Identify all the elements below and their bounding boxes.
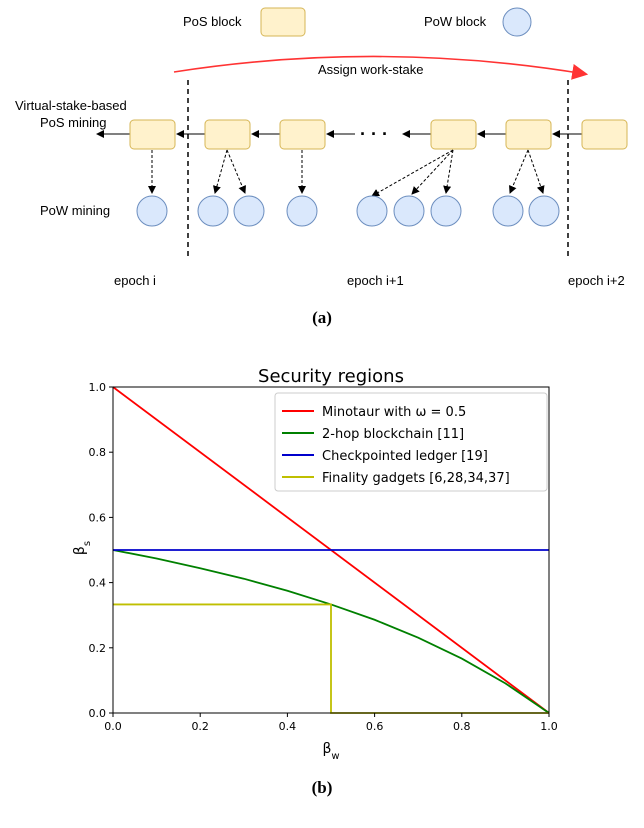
pow-row-label: PoW mining xyxy=(40,203,110,218)
ref-arrow xyxy=(213,149,228,194)
pow-block xyxy=(197,195,229,227)
pow-block xyxy=(393,195,425,227)
pow-block xyxy=(356,195,388,227)
legend-pos-block xyxy=(260,7,306,37)
pow-block xyxy=(492,195,524,227)
legend-pow-label: PoW block xyxy=(424,14,487,29)
legend-entry-3: Finality gadgets [6,28,34,37] xyxy=(322,471,510,486)
pos-block xyxy=(129,119,176,150)
ref-arrow xyxy=(443,149,454,194)
series-line-3 xyxy=(113,603,549,714)
assign-arrow xyxy=(173,55,589,80)
pow-block xyxy=(528,195,560,227)
legend-box xyxy=(274,392,548,492)
pow-block xyxy=(430,195,462,227)
epoch-label: epoch i+1 xyxy=(347,273,404,288)
ref-arrow xyxy=(509,149,529,194)
y-tick-label: 0.0 xyxy=(89,707,107,720)
x-tick-label: 0.8 xyxy=(453,720,471,733)
legend-pos-label: PoS block xyxy=(183,14,242,29)
caption-a: (a) xyxy=(312,308,332,327)
ticks-layer: 0.0 0.2 0.4 0.6 0.8 1.0 0.0 0.2 0.4 0.6 0.8 1.0 xyxy=(89,381,558,733)
pos-block xyxy=(204,119,251,150)
chart-title: Security regions xyxy=(258,366,404,387)
y-tick-label: 0.4 xyxy=(89,577,107,590)
ref-arrow xyxy=(527,149,545,194)
epoch-label: epoch i xyxy=(114,273,156,288)
legend-entry-2: Checkpointed ledger [19] xyxy=(322,449,488,464)
x-tick-label: 1.0 xyxy=(540,720,558,733)
x-tick-label: 0.6 xyxy=(366,720,384,733)
legend-pow-block xyxy=(502,7,532,37)
pos-block xyxy=(279,119,326,150)
pos-row-label-2: PoS mining xyxy=(40,115,106,130)
pow-block xyxy=(233,195,265,227)
legend-entry-0: Minotaur with ω = 0.5 xyxy=(322,405,466,420)
y-tick-label: 1.0 xyxy=(89,381,107,394)
chain-ellipsis: · · · xyxy=(360,124,388,144)
x-tick-label: 0.2 xyxy=(191,720,209,733)
pos-block xyxy=(430,119,477,150)
ref-arrow xyxy=(411,149,454,195)
x-tick-label: 0.0 xyxy=(104,720,122,733)
pow-block xyxy=(136,195,168,227)
pos-block xyxy=(581,119,628,150)
ref-arrow xyxy=(371,149,454,197)
pos-row-label-1: Virtual-stake-based xyxy=(15,98,127,113)
assign-label: Assign work-stake xyxy=(318,62,423,77)
x-axis-label: βw xyxy=(322,741,339,762)
plot-frame xyxy=(112,386,550,714)
diagram-a: PoS block PoW block Assign work-stake Vi… xyxy=(15,7,628,288)
y-tick-label: 0.6 xyxy=(89,511,107,524)
chart-legend: Minotaur with ω = 0.5 2-hop blockchain [1… xyxy=(274,392,548,492)
x-tick-label: 0.4 xyxy=(279,720,297,733)
y-tick-label: 0.2 xyxy=(89,642,107,655)
caption-b: (b) xyxy=(311,778,333,797)
y-tick-label: 0.8 xyxy=(89,446,107,459)
legend-entry-1: 2-hop blockchain [11] xyxy=(322,427,464,442)
y-axis-label: βs xyxy=(72,541,93,555)
epoch-label: epoch i+2 xyxy=(568,273,625,288)
pos-block xyxy=(505,119,552,150)
ref-arrow xyxy=(226,149,246,194)
pow-block xyxy=(286,195,318,227)
